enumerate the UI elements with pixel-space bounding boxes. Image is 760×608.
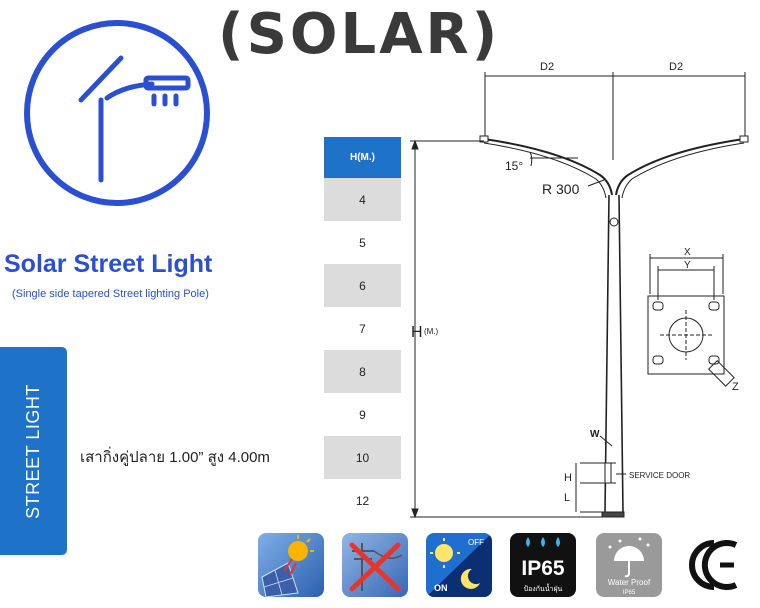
water-proof-text: Water Proof [608,578,651,587]
height-table-header: H(M.) [324,137,401,178]
d2-right-label: D2 [669,61,683,73]
angle-label: 15° [505,159,523,173]
water-proof-icon: Water Proof IP65 [596,533,662,597]
product-title: Solar Street Light [4,250,213,278]
feature-icons-row: OFF ON IP65 ป้องกันน้ำฝุ่น Water Proof I… [258,533,758,603]
side-tab [0,347,67,555]
door-level-label: L [564,492,570,504]
ip65-text: IP65 [521,557,565,580]
height-table: H(M.) 4 5 6 7 8 9 10 12 [324,137,401,522]
product-description: เสากิ่งคู่ปลาย 1.00” สูง 4.00m [80,449,270,466]
x-label: X [684,247,691,258]
height-row: 7 [359,321,366,336]
ce-mark-icon [680,533,746,597]
height-row: 4 [324,178,401,221]
solar-panel-icon [258,533,324,597]
height-row: 8 [324,350,401,393]
height-row: 6 [324,264,401,307]
w-label: W [590,429,600,440]
height-row: 12 [355,493,370,508]
product-subtitle: (Single side tapered Street lighting Pol… [12,288,209,300]
height-unit-label: (M.) [424,327,439,336]
no-wiring-icon [342,533,408,597]
height-row: 10 [324,436,401,479]
d2-left-label: D2 [540,61,554,73]
street-lamp-icon [78,55,191,183]
y-label: Y [684,260,691,271]
water-proof-sub: IP65 [623,590,636,596]
height-row: 9 [359,407,366,422]
ip65-caption: ป้องกันน้ำฝุ่น [524,582,563,593]
ip65-icon: IP65 ป้องกันน้ำฝุ่น [510,533,576,597]
solar-title: (SOLAR) [218,2,501,67]
height-row: 5 [359,235,366,250]
service-door-label: SERVICE DOOR [629,471,690,480]
z-label: Z [732,381,739,393]
on-label: ON [434,583,448,593]
auto-on-off-icon: OFF ON [426,533,492,597]
height-label: H [411,324,423,341]
solar-logo-circle [24,20,210,206]
radius-label: R 300 [542,181,580,197]
door-height-label: H [564,472,572,484]
off-label: OFF [468,538,484,547]
